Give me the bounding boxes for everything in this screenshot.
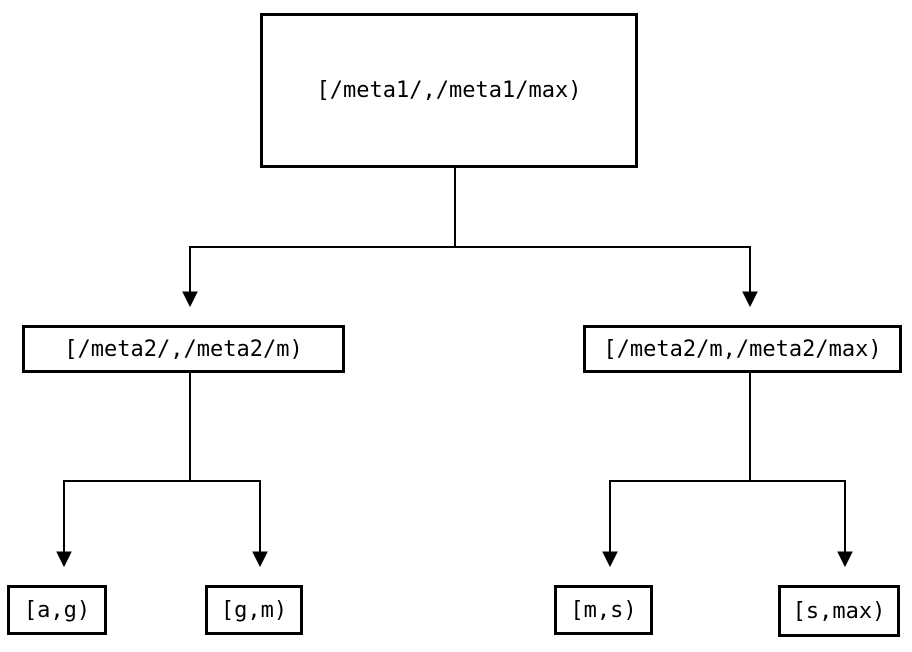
node-meta2-high-label: [/meta2/m,/meta2/max): [603, 336, 882, 362]
node-leaf-s-max: [s,max): [778, 585, 900, 637]
node-meta2-high: [/meta2/m,/meta2/max): [583, 325, 902, 373]
arrow-down-icon: [602, 551, 618, 568]
node-leaf-m-s: [m,s): [554, 585, 653, 635]
arrow-down-icon: [252, 551, 268, 568]
node-root: [/meta1/,/meta1/max): [260, 13, 638, 168]
arrow-down-icon: [56, 551, 72, 568]
node-leaf-a-g-label: [a,g): [23, 597, 91, 623]
node-leaf-g-m: [g,m): [205, 585, 303, 635]
node-leaf-a-g: [a,g): [7, 585, 107, 635]
arrow-down-icon: [837, 551, 853, 568]
node-meta2-low: [/meta2/,/meta2/m): [22, 325, 345, 373]
arrow-down-icon: [182, 291, 198, 308]
node-leaf-s-max-label: [s,max): [792, 598, 886, 624]
node-meta2-low-label: [/meta2/,/meta2/m): [64, 336, 303, 362]
arrow-down-icon: [742, 291, 758, 308]
node-root-label: [/meta1/,/meta1/max): [316, 78, 582, 103]
node-leaf-m-s-label: [m,s): [570, 597, 637, 623]
node-leaf-g-m-label: [g,m): [220, 597, 288, 623]
